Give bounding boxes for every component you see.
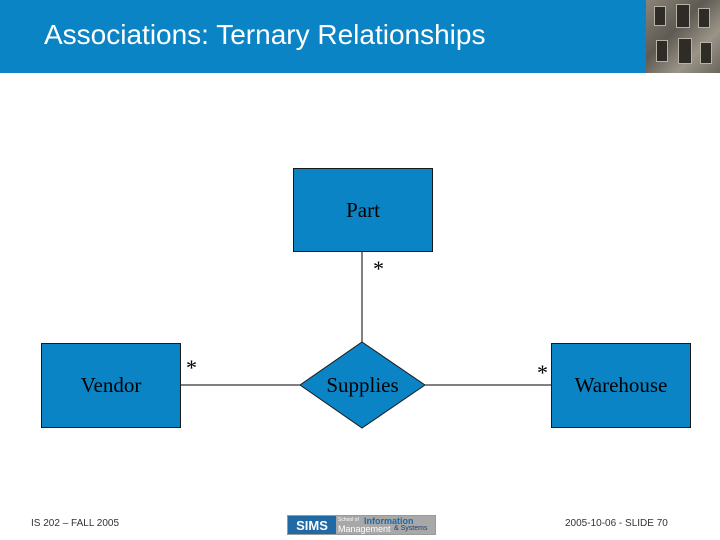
- logo-sims-text: SIMS: [288, 516, 336, 534]
- supplies-diamond: [299, 341, 426, 429]
- logo-management: Management: [338, 524, 391, 534]
- warehouse-label: Warehouse: [574, 373, 668, 397]
- logo-school-of: School of: [338, 517, 359, 523]
- warehouse-entity: Warehouse: [551, 343, 691, 428]
- sims-logo: SIMS School of Information Management & …: [287, 515, 436, 535]
- supplies-relationship: Supplies: [300, 371, 425, 399]
- part-label: Part: [346, 197, 380, 222]
- part-multiplicity: *: [373, 256, 384, 281]
- vendor-multiplicity: *: [186, 355, 197, 380]
- warehouse-multiplicity: *: [537, 360, 548, 385]
- photo-window: [656, 40, 668, 62]
- title-bar: Associations: Ternary Relationships: [0, 0, 720, 73]
- logo-school-text: School of Information Management & Syste…: [336, 516, 435, 534]
- photo-window: [676, 4, 690, 28]
- supplies-label: Supplies: [326, 372, 399, 397]
- logo-systems: & Systems: [394, 525, 428, 532]
- photo-window: [700, 42, 712, 64]
- course-label: IS 202 – FALL 2005: [31, 518, 120, 529]
- building-photo: [646, 0, 720, 73]
- part-entity: Part: [293, 168, 433, 252]
- photo-window: [654, 6, 666, 26]
- slide-number: 2005-10-06 - SLIDE 70: [565, 518, 668, 529]
- vendor-entity: Vendor: [41, 343, 181, 428]
- vendor-label: Vendor: [80, 373, 142, 397]
- photo-window: [698, 8, 710, 28]
- photo-window: [678, 38, 692, 64]
- slide-title: Associations: Ternary Relationships: [44, 19, 486, 50]
- logo-information: Information: [364, 516, 414, 526]
